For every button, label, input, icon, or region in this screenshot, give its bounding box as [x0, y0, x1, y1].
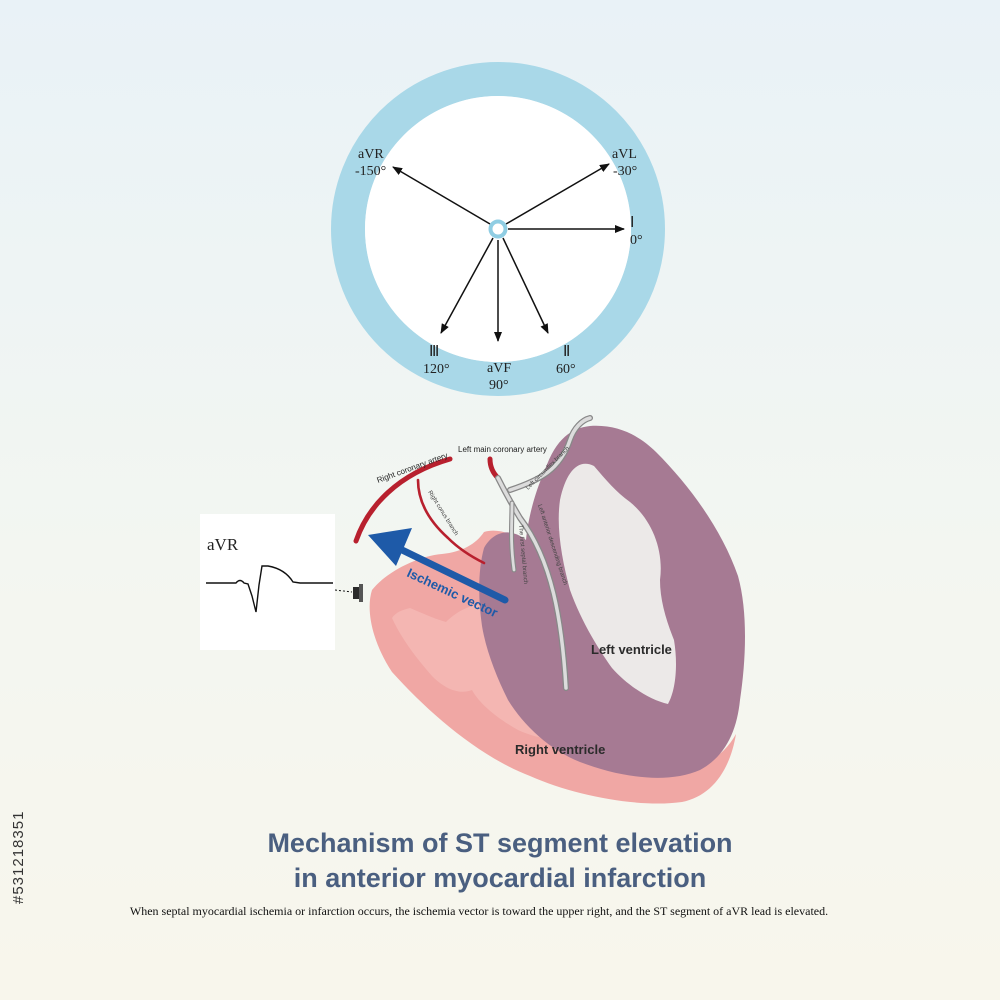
right-coronary-artery [353, 456, 453, 544]
lead-iii-angle: 120° [423, 362, 450, 377]
conus-branch-label: Right conus branch [426, 490, 458, 537]
right-conus-branch [416, 478, 486, 565]
lead-avl-angle: -30° [613, 164, 637, 179]
ecg-trace [206, 565, 333, 613]
left-main-coronary-artery [487, 456, 501, 481]
lead-avr-arrow [392, 166, 491, 225]
lead-avf-angle: 90° [489, 378, 509, 393]
ischemic-vector-head [368, 528, 412, 566]
first-septal-branch [510, 501, 516, 572]
ecg-lead-label: aVR [207, 535, 239, 554]
lead-avl-arrow [505, 163, 610, 225]
lead-i-name: Ⅰ [630, 215, 634, 231]
center-origin [488, 219, 508, 239]
lead-avf-name: aVF [487, 361, 511, 376]
right-ventricle-label: Right ventricle [515, 742, 605, 757]
lead-i-angle: 0° [630, 233, 643, 248]
lead-avr-name: aVR [358, 147, 384, 162]
title-line-1: Mechanism of ST segment elevation [267, 828, 733, 858]
caption: When septal myocardial ischemia or infar… [129, 904, 829, 918]
left-ventricle-cavity [558, 463, 676, 704]
lead-avl-name: aVL [612, 147, 637, 162]
electrode-cap [359, 584, 363, 602]
ischemic-vector-shaft [394, 544, 509, 604]
lead-ii-arrow [502, 237, 549, 334]
left-coronary-branches [495, 415, 593, 691]
left-ventricle-label: Left ventricle [591, 642, 672, 657]
title-line-2: in anterior myocardial infarction [293, 863, 707, 893]
lead-iii-arrow [440, 237, 494, 334]
septal-label: The first septal branch [517, 525, 528, 585]
lead-ii-angle: 60° [556, 362, 576, 377]
lead-ring [331, 62, 665, 396]
stock-id: #531218351 [10, 810, 27, 904]
lead-avr-angle: -150° [355, 164, 386, 179]
left-circumflex-branch [508, 416, 592, 492]
left-anterior-descending-branch [496, 476, 568, 690]
ecg-box [200, 514, 335, 650]
heart-diagram: Ischemic vector Right coronary artery Le… [353, 415, 745, 804]
lead-iii-name: Ⅲ [429, 344, 439, 360]
rca-label: Right coronary artery [376, 451, 449, 485]
electrode-icon [353, 587, 360, 599]
electrode-wire [334, 589, 353, 593]
lead-ii-name: Ⅱ [563, 344, 570, 360]
lmca-label: Left main coronary artery [458, 445, 547, 454]
hexaxial-diagram: aVR -150° aVL -30° Ⅰ 0° Ⅱ 60° aVF 90° Ⅲ … [331, 62, 665, 396]
ecg-panel: aVR [200, 514, 363, 650]
